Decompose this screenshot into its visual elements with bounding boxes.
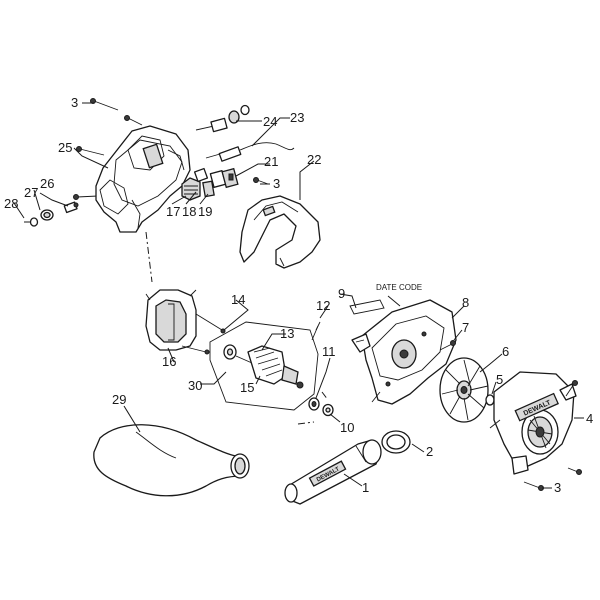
callout-26: 26: [40, 176, 54, 191]
callout-1: 1: [362, 480, 369, 495]
callout-3-switch: 3: [273, 176, 280, 191]
screw-cover-3: [523, 481, 544, 491]
screw-housing-2: [76, 146, 105, 156]
part-27-knob: [40, 209, 54, 221]
callout-13: 13: [280, 326, 294, 341]
part-15-bearing: [223, 344, 237, 360]
assembly-line-washer: [321, 391, 329, 401]
part-25-housing: [95, 125, 191, 233]
callout-10: 10: [340, 420, 354, 435]
screw-housing-1: [124, 115, 143, 126]
callout-21: 21: [264, 154, 278, 169]
screw-top-left: [90, 98, 119, 111]
part-29-dust-bag: [93, 424, 250, 497]
callout-30: 30: [188, 378, 202, 393]
callout-2: 2: [426, 444, 433, 459]
part-14-screws: [181, 313, 226, 355]
screw-cover-2: [567, 467, 582, 475]
part-30-armature-box: [209, 321, 319, 411]
part-5-washer: [485, 394, 495, 406]
callout-3: 3: [71, 95, 78, 110]
part-24-cord-clamp: [195, 104, 250, 133]
callout-9: 9: [338, 286, 345, 301]
callout-11: 11: [322, 344, 336, 359]
callout-7: 7: [462, 320, 469, 335]
part-16-field: [145, 289, 197, 351]
part-1-nozzle: DEWALT: [284, 439, 382, 505]
part-10-nut: [322, 403, 334, 417]
callout-29: 29: [112, 392, 126, 407]
screw-cover-1: [565, 380, 578, 397]
callout-23: 23: [290, 110, 304, 125]
part-2-ring: [381, 430, 411, 454]
date-code-label: DATE CODE: [376, 283, 422, 292]
part-8-fan-housing: [351, 299, 457, 405]
callout-24: 24: [263, 114, 277, 129]
part-6-fan: [439, 357, 489, 423]
callout-15: 15: [240, 380, 254, 395]
callout-8: 8: [462, 295, 469, 310]
part-9-label: [349, 299, 385, 315]
part-28-knob-cap: [24, 217, 39, 227]
part-21-switch-block: [209, 167, 239, 189]
part-26-switch-lever: [63, 201, 79, 214]
part-23-power-cord: [205, 142, 295, 162]
callout-28: 28: [4, 196, 18, 211]
part-17-18-19-switch: [181, 167, 215, 201]
part-4-fan-cover: DEWALT: [489, 371, 577, 475]
callout-18: 18: [182, 204, 196, 219]
leader-lines: [13, 102, 584, 489]
callout-3-cover: 3: [554, 480, 561, 495]
callout-19: 19: [198, 204, 212, 219]
callout-25: 25: [58, 140, 72, 155]
screw-switch: [253, 177, 269, 185]
callout-12: 12: [316, 298, 330, 313]
callout-6: 6: [502, 344, 509, 359]
part-22-handle-cover: [239, 195, 321, 269]
callout-16: 16: [162, 354, 176, 369]
part-7-screw: [439, 340, 456, 351]
callout-17: 17: [166, 204, 180, 219]
callout-5: 5: [496, 372, 503, 387]
part-12-pin: [311, 321, 321, 341]
assembly-line-housing-motor: [145, 231, 153, 283]
part-11-washer: [308, 397, 320, 411]
callout-27: 27: [24, 185, 38, 200]
callout-4: 4: [586, 411, 593, 426]
part-13-armature: [235, 345, 304, 389]
assembly-line-armature: [297, 421, 315, 425]
callout-labels: 3 25 26 27 28 24 23 22 21 3 17 18 19 14 …: [4, 95, 593, 495]
callout-22: 22: [307, 152, 321, 167]
callout-14: 14: [231, 292, 245, 307]
screw-housing-3: [73, 194, 99, 200]
